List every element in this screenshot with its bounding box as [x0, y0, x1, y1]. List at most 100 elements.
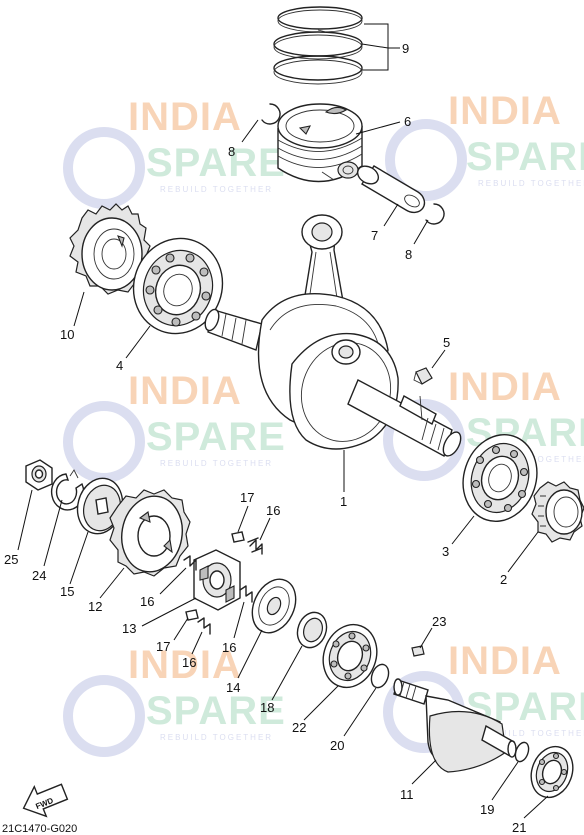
- callout-14: 14: [226, 680, 240, 695]
- watermark-line2: SPARE: [146, 689, 286, 733]
- part-bearing-left: [132, 237, 224, 335]
- part-pin-upper: [231, 531, 245, 543]
- callout-1: 1: [340, 494, 347, 509]
- callout-7: 7: [371, 228, 378, 243]
- watermark-line2: SPARE: [146, 141, 286, 185]
- callout-4: 4: [116, 358, 123, 373]
- part-woodruff-key: [413, 367, 433, 385]
- watermark-bottom-left: INDIA SPARE REBUILD TOGETHER: [63, 643, 286, 757]
- callout-17-upper: 17: [240, 490, 254, 505]
- leader-24: [43, 499, 63, 567]
- leader-20: [343, 687, 377, 737]
- watermark-tagline: REBUILD TOGETHER: [160, 459, 273, 468]
- leader-6: [355, 121, 401, 135]
- watermark-wrench-icon: [63, 127, 145, 209]
- callout-24: 24: [32, 568, 46, 583]
- leader-16-lower: [191, 631, 203, 655]
- part-balancer-gear: [109, 489, 191, 577]
- part-o-ring-upper: [370, 663, 390, 689]
- part-pin-lower: [185, 609, 199, 621]
- callout-21: 21: [512, 820, 526, 835]
- callout-16-lower: 16: [182, 655, 196, 670]
- leader-9: [361, 23, 400, 71]
- callout-labels: 9 6 8 7 8 10 4 5 1 3 2 25 24 15 12 16 13…: [4, 41, 526, 835]
- callout-2: 2: [500, 572, 507, 587]
- callout-8-lower: 8: [405, 247, 412, 262]
- leader-17-upper: [237, 505, 249, 533]
- leader-5: [431, 349, 446, 369]
- watermark-tagline: REBUILD TOGETHER: [478, 729, 584, 738]
- leader-16-right: [233, 601, 245, 639]
- leader-16-left: [159, 567, 187, 595]
- leader-11: [411, 759, 437, 785]
- leader-8-upper: [241, 119, 259, 143]
- watermark-top-left: INDIA SPARE REBUILD TOGETHER: [63, 95, 286, 209]
- callout-16-left: 16: [140, 594, 154, 609]
- callout-12: 12: [88, 599, 102, 614]
- part-piston-pin: [356, 165, 426, 214]
- callout-22: 22: [292, 720, 306, 735]
- watermark-wrench-icon: [63, 401, 145, 483]
- leader-18: [271, 645, 303, 701]
- watermark-wrench-icon: [63, 675, 145, 757]
- leader-3: [451, 515, 475, 545]
- drawing-code: 21C1470-G020: [2, 823, 77, 835]
- watermark-top-right: INDIA SPARE REBUILD TOGETHER: [385, 89, 584, 201]
- callout-5: 5: [443, 335, 450, 350]
- callout-17-lower: 17: [156, 639, 170, 654]
- part-o-ring-lower: [514, 741, 530, 763]
- leader-8-lower: [413, 219, 429, 245]
- watermark-tagline: REBUILD TOGETHER: [478, 179, 584, 188]
- callout-18: 18: [260, 700, 274, 715]
- callout-11: 11: [400, 787, 414, 802]
- callout-23: 23: [432, 614, 446, 629]
- part-timing-gear: [531, 481, 584, 543]
- watermark-line1: INDIA: [128, 369, 242, 413]
- callout-13: 13: [122, 621, 136, 636]
- callout-10: 10: [60, 327, 74, 342]
- callout-25: 25: [4, 552, 18, 567]
- part-piston-rings: [273, 6, 363, 85]
- leader-15: [69, 531, 89, 585]
- part-bearing-balancer-left: [322, 623, 378, 689]
- watermark-line1: INDIA: [448, 89, 562, 133]
- watermark-line2: SPARE: [146, 415, 286, 459]
- part-plate: [251, 578, 297, 634]
- watermark-tagline: REBUILD TOGETHER: [160, 185, 273, 194]
- callout-16-right: 16: [222, 640, 236, 655]
- callout-19: 19: [480, 802, 494, 817]
- part-piston: [277, 103, 363, 183]
- part-circlip-upper: [261, 103, 281, 125]
- part-lock-washer: [50, 469, 85, 511]
- watermark-line1: INDIA: [128, 643, 242, 687]
- part-spring-lower: [197, 617, 211, 635]
- leader-16-upper: [259, 517, 271, 541]
- part-crankshaft-assembly: [204, 214, 462, 458]
- leader-2: [507, 531, 539, 573]
- leader-17-lower: [173, 617, 189, 641]
- part-spring-right: [239, 585, 253, 603]
- part-circlip-lower: [425, 203, 445, 225]
- callout-9: 9: [402, 41, 409, 56]
- leader-23: [419, 627, 433, 649]
- callout-16-upper: 16: [266, 503, 280, 518]
- leader-14: [237, 629, 263, 679]
- watermark-wrench-icon: [385, 119, 467, 201]
- leader-13: [141, 597, 197, 627]
- part-bearing-right: [462, 434, 538, 522]
- part-spring-left: [183, 555, 197, 571]
- part-bearing-balancer-right: [530, 745, 574, 799]
- leader-7: [383, 203, 399, 227]
- leader-10: [73, 291, 85, 327]
- part-key-balancer: [411, 645, 425, 657]
- callout-8-upper: 8: [228, 144, 235, 159]
- leader-4: [125, 325, 151, 359]
- callout-6: 6: [404, 114, 411, 129]
- callout-20: 20: [330, 738, 344, 753]
- part-nut: [25, 459, 53, 491]
- part-spring-upper: [247, 537, 263, 555]
- part-balancer-shaft: [393, 678, 517, 773]
- part-spacer: [296, 611, 328, 649]
- watermark-line2: SPARE: [466, 135, 584, 179]
- leader-22: [303, 685, 339, 721]
